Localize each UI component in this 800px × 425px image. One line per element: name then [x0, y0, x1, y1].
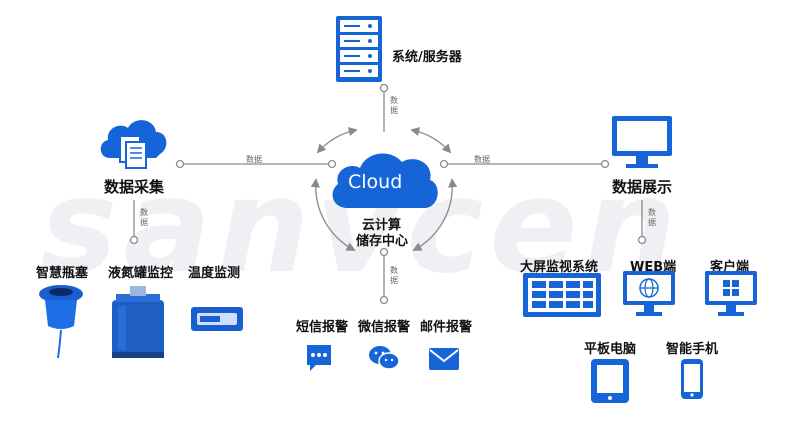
alarm-label-mail: 邮件报警	[420, 320, 473, 335]
display-label: 数据展示	[612, 178, 673, 196]
terminal-label-large-screen: 大屏监视系统	[520, 260, 599, 275]
temperature-sensor-icon	[190, 306, 244, 336]
monitor-icon	[610, 114, 674, 174]
edge-label-display: 数据	[474, 155, 490, 164]
cloud-documents-icon	[96, 114, 172, 174]
collect-label: 数据采集	[104, 178, 165, 196]
sensor-label-stopper: 智慧瓶塞	[36, 266, 89, 281]
edge-label-collect-down: 数据	[140, 208, 148, 227]
arc-top-right	[410, 127, 452, 154]
cloud-icon	[326, 142, 442, 216]
sms-icon	[305, 343, 333, 377]
edge-label-server: 数据	[390, 96, 398, 115]
smartphone-icon	[680, 358, 704, 404]
edge-label-alarms: 数据	[390, 266, 398, 285]
windows-monitor-icon	[704, 270, 758, 322]
server-label: 系统/服务器	[392, 50, 462, 65]
mail-icon	[428, 347, 460, 375]
tablet-icon	[590, 358, 630, 408]
cloud-word: Cloud	[348, 171, 403, 193]
terminal-label-tablet: 平板电脑	[584, 342, 637, 357]
cloud-label-line1: 云计算	[362, 218, 402, 233]
sensor-label-temperature: 温度监测	[188, 266, 241, 281]
alarm-label-wechat: 微信报警	[358, 320, 411, 335]
wechat-icon	[368, 344, 400, 376]
sensor-label-tank: 液氮罐监控	[108, 266, 174, 281]
web-globe-monitor-icon	[622, 270, 676, 322]
arc-bottom-right	[412, 178, 458, 251]
server-rack-icon	[334, 14, 384, 88]
alarm-label-sms: 短信报警	[296, 320, 349, 335]
edge-label-collect: 数据	[246, 155, 262, 164]
bottle-stopper-icon	[36, 282, 86, 366]
terminal-label-phone: 智能手机	[666, 342, 719, 357]
large-screen-icon	[522, 272, 602, 322]
edge-label-display-down: 数据	[648, 208, 656, 227]
arc-top-left	[316, 127, 358, 154]
arc-bottom-left	[310, 178, 356, 251]
liquid-nitrogen-tank-icon	[108, 284, 168, 364]
cloud-label-line2: 储存中心	[356, 234, 409, 249]
